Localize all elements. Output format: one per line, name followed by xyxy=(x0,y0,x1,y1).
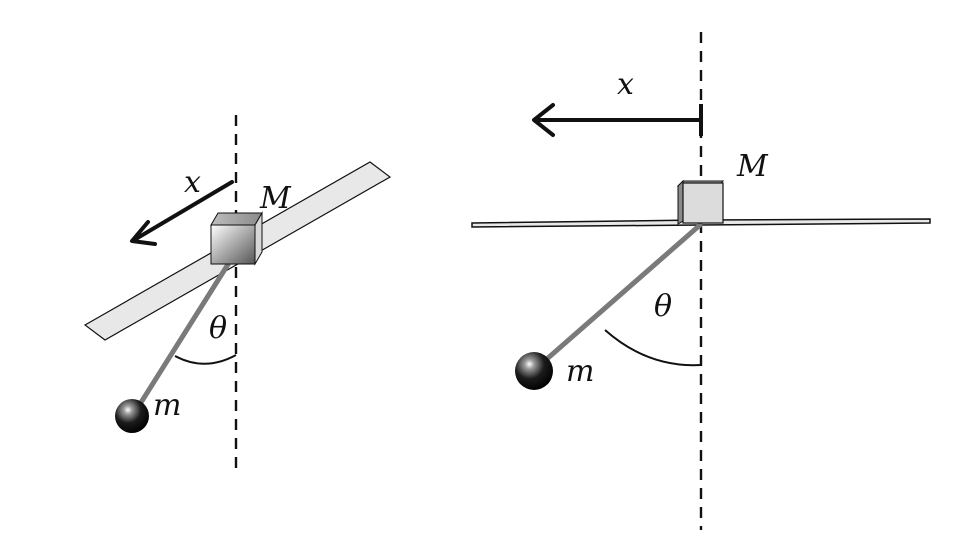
right-angle-arc xyxy=(604,329,702,367)
right-cube-icon xyxy=(676,179,725,225)
left-cube-icon xyxy=(210,211,263,266)
right-label-x: x xyxy=(617,67,634,102)
right-label-theta: θ xyxy=(654,289,672,324)
right-rod xyxy=(537,222,703,368)
left-label-m: m xyxy=(153,388,181,423)
left-angle-arc xyxy=(174,354,237,365)
left-label-theta: θ xyxy=(209,311,227,346)
left-x-arrow-shaft xyxy=(132,180,234,242)
left-label-M: M xyxy=(259,181,292,216)
left-label-x: x xyxy=(184,165,201,200)
left-x-arrow-head-icon xyxy=(130,220,157,246)
right-ball-icon xyxy=(515,352,553,390)
right-label-m: m xyxy=(566,354,594,389)
right-label-M: M xyxy=(736,149,769,184)
left-diagram: x M θ m xyxy=(83,115,392,470)
right-x-arrow-head-icon xyxy=(532,103,555,137)
left-ball-icon xyxy=(115,399,149,433)
left-rod xyxy=(132,255,235,415)
right-diagram: x M θ m xyxy=(471,32,931,530)
